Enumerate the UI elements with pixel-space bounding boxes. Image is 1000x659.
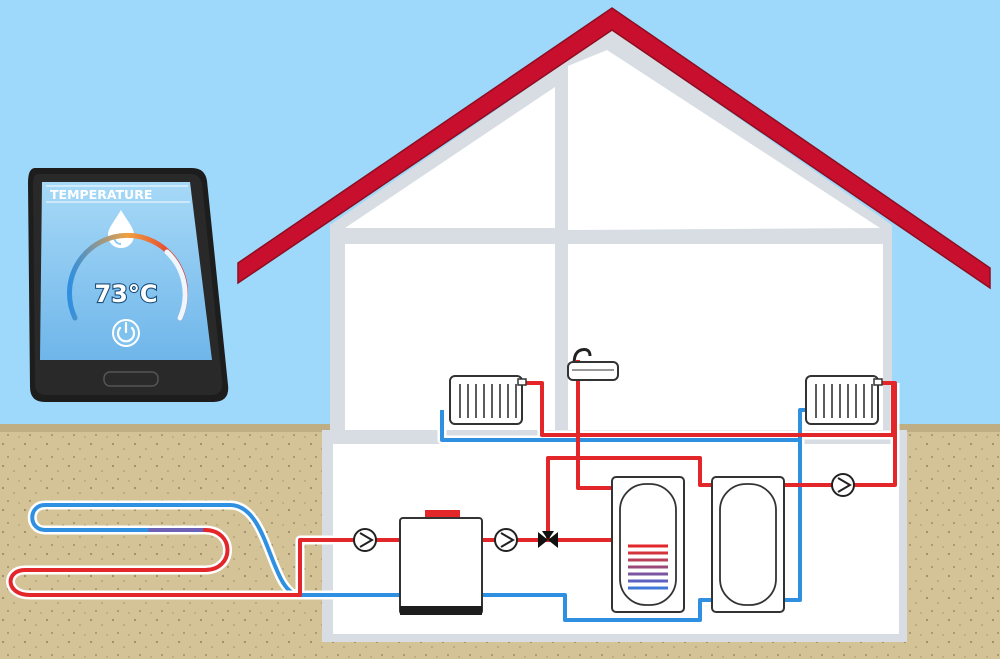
circulation-pump-right: [831, 473, 855, 497]
cold-pipes: [300, 408, 806, 622]
buffer-tank: [711, 476, 785, 613]
sink-faucet: [567, 348, 619, 381]
radiator-left: [449, 375, 527, 425]
temperature-readout: 73°C: [94, 280, 157, 308]
screen-title: TEMPERATURE: [50, 187, 152, 202]
radiator-right: [805, 375, 883, 425]
heat-pump-unit: [399, 510, 483, 615]
smartphone: TEMPERATURE 73°C: [28, 168, 229, 402]
three-way-valve: [538, 531, 558, 548]
roof: [237, 7, 991, 290]
hot-water-storage-tank: [611, 476, 685, 613]
circulation-pump-left: [353, 528, 377, 552]
ground-loop-collector: [6, 500, 338, 600]
power-icon[interactable]: [112, 319, 140, 347]
circulation-pump-middle: [494, 528, 518, 552]
home-button[interactable]: [103, 371, 159, 387]
